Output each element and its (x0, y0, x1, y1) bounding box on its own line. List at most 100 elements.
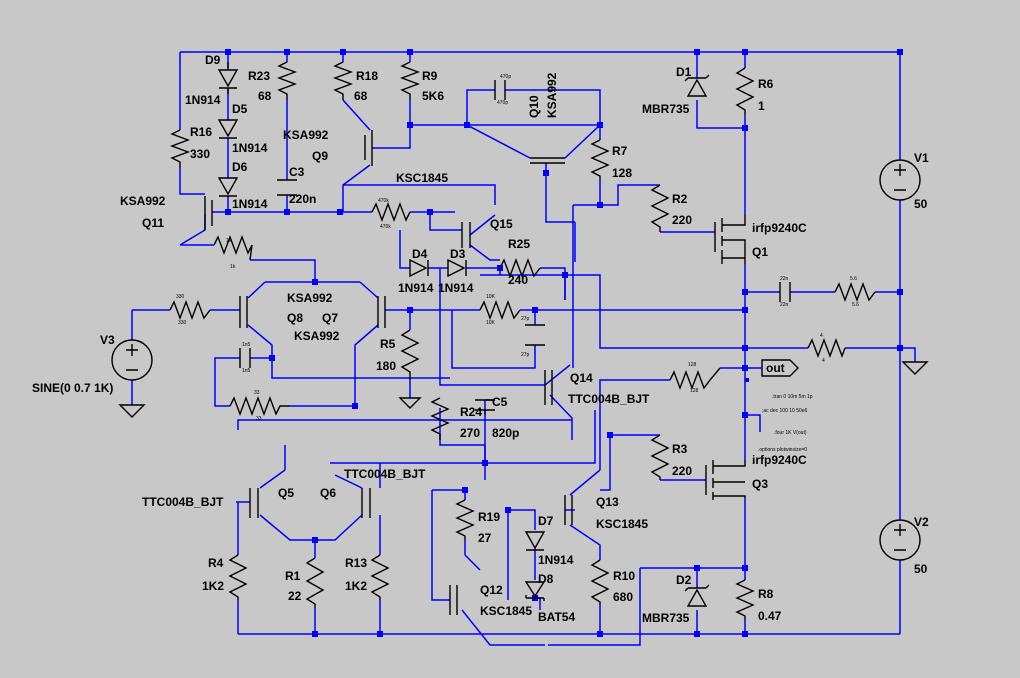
resistor-r10 (590, 559, 610, 605)
label-r13: R13 (345, 556, 367, 570)
label-r2: R2 (672, 192, 688, 206)
value-r25: 240 (508, 273, 528, 287)
value-q13: KSC1845 (596, 517, 648, 531)
diode-d1 (684, 74, 710, 97)
value-r4: 1K2 (202, 579, 224, 593)
value-r5: 180 (376, 359, 396, 373)
label-q13: Q13 (596, 495, 619, 509)
resistor-r1 (305, 557, 325, 608)
label-r7: R7 (612, 144, 628, 158)
value-c5: 820p (492, 426, 519, 440)
value-q7: KSA992 (294, 329, 340, 343)
resistor-r17 (213, 235, 253, 261)
value-d9: 1N914 (185, 93, 221, 107)
resistor-r16 (170, 129, 190, 168)
label-r16: R16 (190, 125, 212, 139)
value-c7: 22n (780, 302, 789, 308)
resistor-r4 (228, 554, 248, 600)
label-r8: R8 (758, 587, 774, 601)
diode-d6 (217, 177, 239, 197)
label-d8: D8 (538, 572, 554, 586)
capacitor-c1 (494, 80, 506, 100)
label-r10: R10 (613, 569, 635, 583)
label-r25: R25 (508, 237, 530, 251)
resistor-r22 (834, 282, 876, 302)
resistor-r25 (499, 258, 541, 278)
mosfet-q1 (714, 215, 746, 264)
resistor-r20 (169, 300, 211, 320)
transistor-q9 (364, 130, 373, 166)
label-q8: Q8 (287, 311, 303, 325)
label-d3: D3 (450, 247, 466, 261)
capacitor-c3 (277, 179, 297, 196)
value-q3: irfp9240C (752, 453, 807, 467)
label-r4: R4 (208, 556, 224, 570)
label-q14: Q14 (570, 371, 593, 385)
transistor-q13 (564, 495, 573, 525)
label-q11: Q11 (142, 216, 164, 230)
transistor-q12 (449, 585, 458, 615)
label-r3: R3 (672, 442, 688, 456)
label-r14: 128 (688, 362, 697, 368)
spice-ac: ;ac dec 100 10 50e6 (762, 408, 808, 414)
resistor-r11 (479, 300, 521, 320)
spice-options: .options plotwinsize=0 (758, 447, 807, 453)
value-q5: TTC004B_BJT (142, 495, 224, 509)
label-r1: R1 (285, 569, 301, 583)
value-r9: 5K6 (422, 89, 444, 103)
value-r21: 470k (380, 224, 391, 230)
value-c6: 27p (521, 352, 530, 358)
label-r20: 330 (176, 294, 185, 300)
label-d1: D1 (676, 65, 692, 79)
label-d5: D5 (232, 102, 248, 116)
diode-d7 (524, 531, 546, 551)
label-q1: Q1 (752, 245, 768, 259)
label-q15: Q15 (490, 217, 513, 231)
value-r20: 330 (178, 320, 187, 326)
label-c7: 22n (780, 276, 789, 282)
label-q6: Q6 (320, 486, 336, 500)
resistor-r2 (650, 184, 670, 232)
value-r12: 4 (822, 358, 825, 364)
diode-d9 (217, 62, 239, 94)
value-d5: 1N914 (232, 141, 268, 155)
value-r16: 330 (190, 147, 210, 161)
value-r19: 27 (478, 531, 492, 545)
value-r22: 5.6 (852, 302, 859, 308)
label-c2: 1n5 (242, 342, 251, 348)
value-c3: 220n (289, 192, 316, 206)
label-d6: D6 (232, 160, 248, 174)
junctions (225, 49, 903, 637)
label-v2: V2 (914, 515, 929, 529)
value-d2: MBR735 (642, 611, 690, 625)
transistor-q8 (239, 296, 248, 328)
label-c1: 470p (500, 74, 511, 80)
resistor-r5 (400, 329, 420, 380)
capacitor-c5 (475, 399, 495, 415)
resistor-r8 (735, 579, 755, 620)
value-r18: 68 (354, 89, 368, 103)
value-d3: 1N914 (438, 281, 474, 295)
value-q6: TTC004B_BJT (344, 467, 426, 481)
resistor-r15 (229, 396, 290, 416)
value-d6: 1N914 (232, 197, 268, 211)
value-q15: KSC1845 (396, 171, 448, 185)
voltage-source-v2 (879, 519, 921, 561)
spice-four: .four 1K V(out) (774, 430, 807, 436)
diode-d2 (684, 584, 710, 607)
labels: D9 1N914 D5 1N914 D6 1N914 R23 68 R18 68… (32, 53, 929, 625)
value-q9: KSA992 (283, 128, 329, 142)
label-d4: D4 (412, 247, 428, 261)
transistor-q14 (544, 370, 553, 405)
label-q12: Q12 (480, 583, 503, 597)
transistor-q15 (461, 222, 471, 248)
label-r9: R9 (422, 69, 438, 83)
diode-d3 (447, 258, 467, 278)
resistor-r24 (430, 397, 450, 440)
label-r12: 4 (820, 333, 823, 339)
value-r7: 128 (612, 166, 632, 180)
value-d4: 1N914 (398, 281, 434, 295)
resistor-r18 (333, 61, 353, 100)
value-q10: KSA992 (545, 72, 559, 118)
value-r11: 10K (486, 320, 496, 326)
